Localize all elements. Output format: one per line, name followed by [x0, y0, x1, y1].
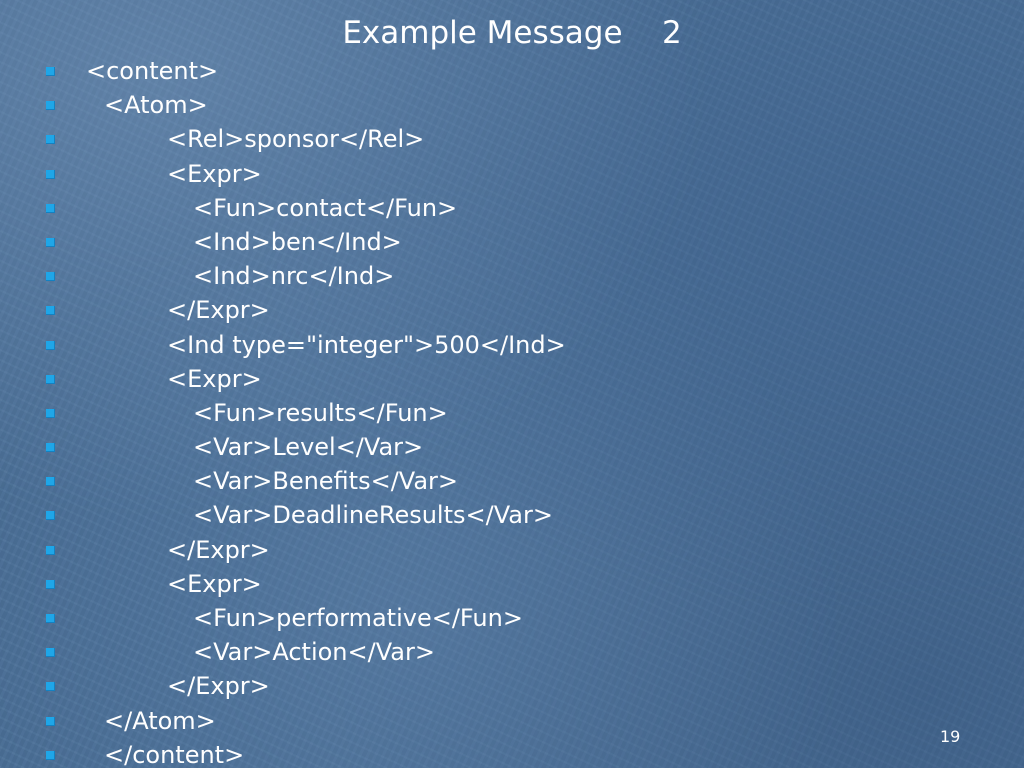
- bullet-text: <Var>Benefits</Var>: [193, 467, 459, 496]
- square-bullet-icon: [46, 340, 55, 350]
- bullet-text: <Fun>contact</Fun>: [193, 193, 458, 222]
- square-bullet-icon: [46, 67, 55, 76]
- bullet-text: <Expr>: [167, 364, 262, 393]
- bullet-text: <Ind>nrc</Ind>: [193, 262, 395, 291]
- square-bullet-icon: [46, 750, 55, 760]
- bullet-list: <content> <Atom> <Rel>sponsor</Rel> <Exp…: [0, 54, 1000, 768]
- list-item: <Expr>: [0, 362, 1000, 396]
- square-bullet-icon: [46, 716, 55, 726]
- square-bullet-icon: [46, 477, 55, 487]
- bullet-text: <Var>Level</Var>: [193, 433, 424, 462]
- list-item: <Expr>: [0, 567, 1000, 601]
- list-item: </Expr>: [0, 669, 1000, 703]
- square-bullet-icon: [46, 237, 55, 247]
- bullet-text: <Expr>: [167, 159, 262, 188]
- list-item: <Ind>ben</Ind>: [0, 225, 1000, 259]
- square-bullet-icon: [46, 545, 55, 555]
- bullet-text: <Var>DeadlineResults</Var>: [193, 501, 553, 530]
- list-item: <Atom>: [0, 88, 1000, 122]
- bullet-text: </content>: [104, 740, 245, 768]
- list-item: <Fun>performative</Fun>: [0, 601, 1000, 635]
- list-item: <Ind>nrc</Ind>: [0, 259, 1000, 293]
- square-bullet-icon: [46, 579, 55, 589]
- square-bullet-icon: [46, 203, 55, 213]
- square-bullet-icon: [46, 306, 55, 316]
- bullet-text: </Expr>: [167, 296, 270, 325]
- list-item: <Var>DeadlineResults</Var>: [0, 498, 1000, 532]
- list-item: <Var>Level</Var>: [0, 430, 1000, 464]
- square-bullet-icon: [46, 408, 55, 418]
- square-bullet-icon: [46, 648, 55, 658]
- square-bullet-icon: [46, 511, 55, 521]
- bullet-text: </Expr>: [167, 535, 270, 564]
- bullet-text: </Expr>: [167, 672, 270, 701]
- square-bullet-icon: [46, 101, 55, 111]
- bullet-text: <Atom>: [104, 91, 208, 120]
- square-bullet-icon: [46, 272, 55, 282]
- bullet-text: <Expr>: [167, 569, 262, 598]
- square-bullet-icon: [46, 374, 55, 384]
- list-item: </Expr>: [0, 533, 1000, 567]
- bullet-text: <Rel>sponsor</Rel>: [167, 125, 425, 154]
- list-item: <Expr>: [0, 157, 1000, 191]
- list-item: </Atom>: [0, 704, 1000, 738]
- list-item: <Rel>sponsor</Rel>: [0, 122, 1000, 156]
- slide-title: Example Message 2: [342, 15, 682, 51]
- page-number: 19: [940, 727, 961, 746]
- bullet-text: <Fun>results</Fun>: [193, 398, 448, 427]
- bullet-text: <Var>Action</Var>: [193, 638, 435, 667]
- square-bullet-icon: [46, 443, 55, 453]
- list-item: <Ind type="integer">500</Ind>: [0, 328, 1000, 362]
- square-bullet-icon: [46, 614, 55, 623]
- bullet-text: <Fun>performative</Fun>: [193, 604, 523, 632]
- list-item: </Expr>: [0, 293, 1000, 327]
- bullet-text: <content>: [86, 57, 219, 85]
- square-bullet-icon: [46, 682, 55, 692]
- square-bullet-icon: [46, 169, 55, 179]
- bullet-text: <Ind type="integer">500</Ind>: [167, 330, 566, 359]
- bullet-text: <Ind>ben</Ind>: [193, 227, 402, 256]
- list-item: <Var>Benefits</Var>: [0, 464, 1000, 498]
- square-bullet-icon: [46, 135, 55, 145]
- list-item: <content>: [0, 54, 1000, 88]
- list-item: <Var>Action</Var>: [0, 635, 1000, 669]
- list-item: </content>: [0, 738, 1000, 768]
- list-item: <Fun>contact</Fun>: [0, 191, 1000, 225]
- bullet-text: </Atom>: [104, 706, 216, 735]
- list-item: <Fun>results</Fun>: [0, 396, 1000, 430]
